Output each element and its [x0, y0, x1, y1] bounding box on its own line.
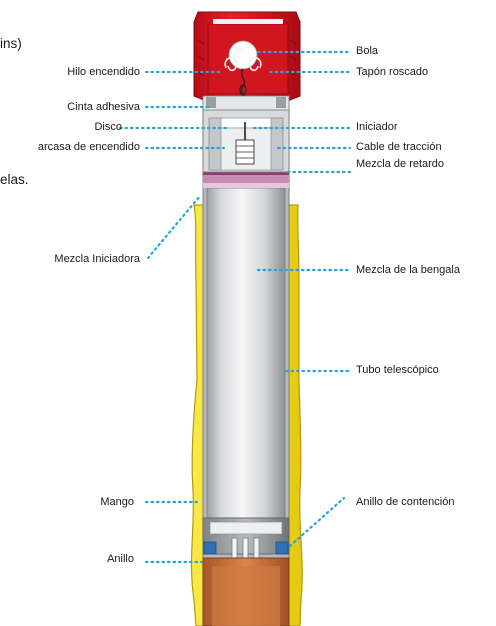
- label-disco: Disco: [94, 121, 122, 133]
- text-fragment-top: ins): [0, 36, 22, 51]
- label-mezcla-retardo: Mezcla de retardo: [356, 158, 445, 170]
- label-anillo-contencion: Anillo de contención: [356, 496, 455, 508]
- ball: [228, 40, 258, 70]
- label-anillo: Anillo: [107, 553, 134, 565]
- flare-tube: [206, 187, 286, 519]
- label-cable-traccion: Cable de tracción: [356, 141, 442, 153]
- leader-lines: [118, 50, 352, 564]
- label-hilo-encendido: Hilo encendido: [67, 66, 140, 78]
- label-mezcla-iniciadora: Mezcla Iniciadora: [54, 253, 140, 265]
- label-mezcla-bengala: Mezcla de la bengala: [356, 264, 460, 276]
- text-fragment-middle: elas.: [0, 172, 29, 187]
- label-carcasa-encendido: arcasa de encendido: [37, 141, 140, 153]
- label-cinta-adhesiva: Cinta adhesiva: [67, 101, 140, 113]
- label-tapon-roscado: Tapón roscado: [356, 66, 429, 78]
- ring: [203, 541, 217, 555]
- label-iniciador: Iniciador: [356, 121, 398, 133]
- label-tubo-telescopico: Tubo telescópico: [356, 364, 439, 376]
- pull-wire: [224, 56, 238, 72]
- label-bola: Bola: [356, 45, 379, 57]
- label-mango: Mango: [100, 496, 134, 508]
